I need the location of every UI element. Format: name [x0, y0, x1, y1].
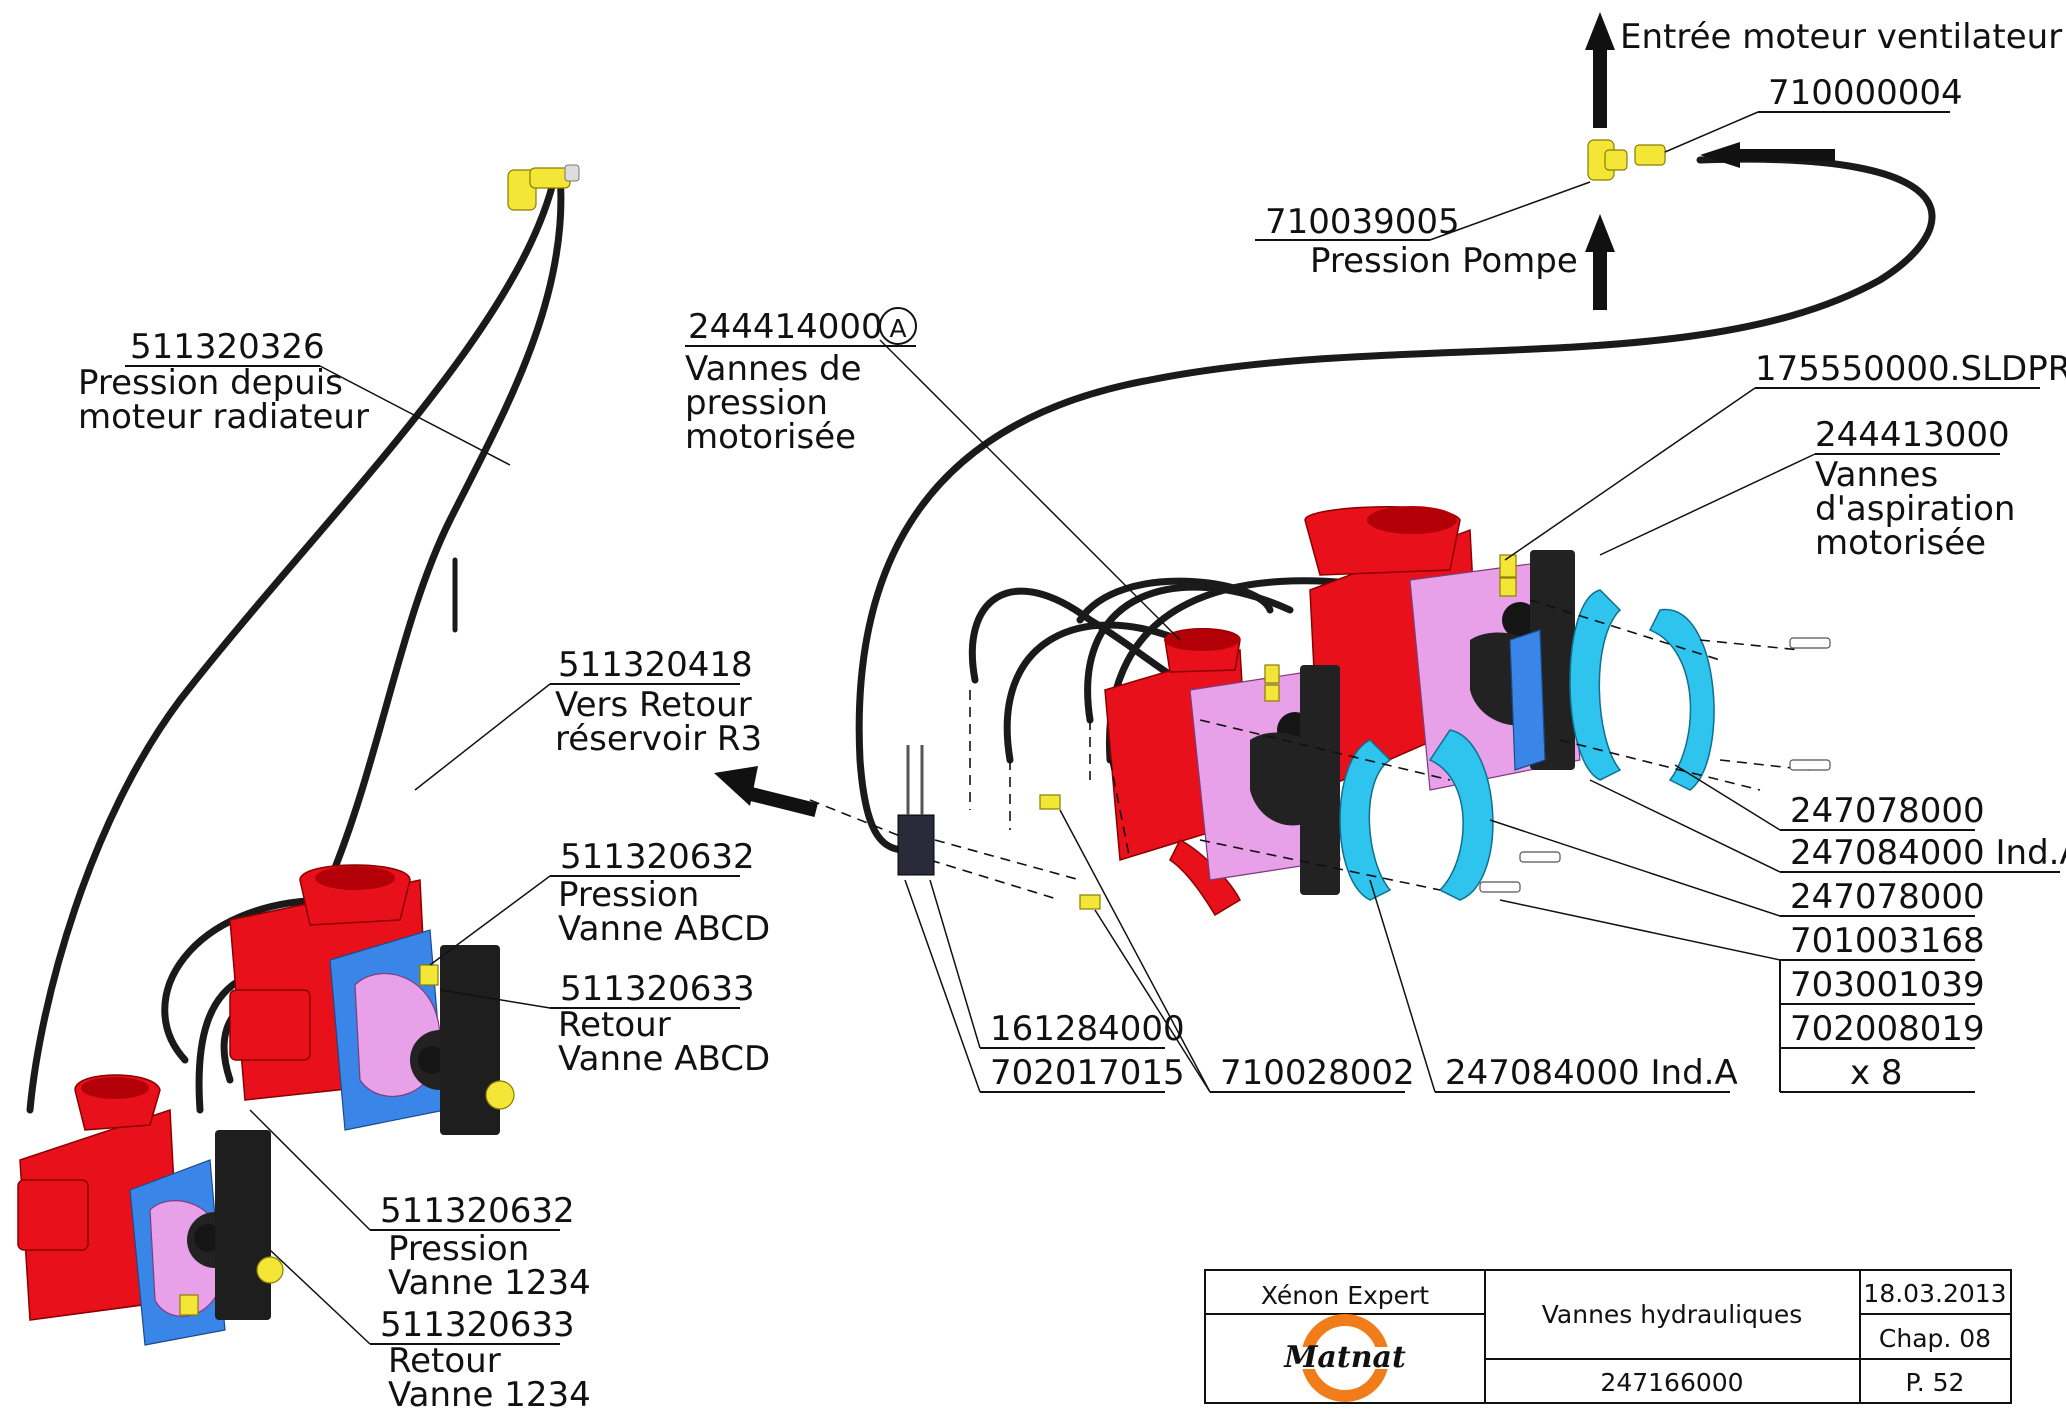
- hose-a2: [1003, 621, 1184, 764]
- callout-175550000: 175550000.SLDPRT: [1504, 349, 2066, 561]
- part-number: 511320632: [380, 1191, 575, 1231]
- part-description: d'aspiration: [1815, 489, 2015, 529]
- part-number: 702008019: [1790, 1009, 1985, 1049]
- hose-radiator-pressure: [326, 171, 565, 884]
- part-description: Vannes: [1815, 455, 1938, 495]
- fan-inlet-arrow: [1585, 12, 1615, 128]
- callout-701003168: 701003168: [1499, 899, 1985, 961]
- part-description: Pression depuis: [78, 363, 343, 403]
- part-description: Retour: [388, 1341, 501, 1381]
- quantity: x 8: [1850, 1053, 1903, 1093]
- part-number: 247078000: [1790, 877, 1985, 917]
- callout-511320633-abcd: 511320633 Retour Vanne ABCD: [439, 969, 770, 1079]
- callout-247084000-a: 247084000 Ind.A: [1589, 779, 2066, 873]
- fitting-radiator-icon: [507, 164, 580, 211]
- tank-return-arrow: [714, 766, 818, 818]
- hose-b1: [161, 896, 334, 1064]
- clamp-half-3: [1339, 739, 1392, 901]
- part-number: 702017015: [990, 1053, 1185, 1093]
- part-number: 511320633: [560, 969, 755, 1009]
- callout-710028002: 710028002: [1059, 809, 1415, 1093]
- part-number: 710028002: [1220, 1053, 1415, 1093]
- callout-511320632-1234: 511320632 Pression Vanne 1234: [249, 1109, 591, 1303]
- tee-fitting-icon: [1587, 139, 1666, 181]
- page-number: P. 52: [1906, 1368, 1965, 1397]
- callout-710000004: 710000004: [1664, 73, 1963, 153]
- part-number: 247078000: [1790, 791, 1985, 831]
- callout-702008019: 702008019: [1780, 1009, 1985, 1049]
- part-description: Vanne 1234: [388, 1263, 591, 1303]
- part-number: 511320418: [558, 645, 753, 685]
- callout-703001039: 703001039: [1780, 965, 1985, 1005]
- part-description: Pression Pompe: [1310, 241, 1578, 281]
- part-description: Pression: [388, 1229, 529, 1269]
- callout-244414000: 244414000 A Vannes de pression motorisée: [685, 307, 1181, 641]
- part-number: 247084000 Ind.A: [1790, 833, 2066, 873]
- hose-pump-loop: [855, 155, 1936, 854]
- hose-radiator-pressure-2: [26, 171, 559, 1114]
- hose-a5: [1076, 577, 1274, 624]
- part-description: Vanne ABCD: [558, 909, 770, 949]
- part-number: 244414000: [688, 307, 883, 347]
- part-description: motorisée: [1815, 523, 1986, 563]
- part-number: 710039005: [1265, 202, 1460, 242]
- clamp-half-1: [1569, 589, 1622, 781]
- matnat-logo: Matnat: [1225, 1314, 1465, 1402]
- revision-marker: [879, 307, 917, 345]
- part-description: pression: [685, 383, 828, 423]
- part-number: 701003168: [1790, 921, 1985, 961]
- callout-247084000-b: 247084000 Ind.A: [1369, 879, 1738, 1093]
- part-number: 161284000: [990, 1009, 1185, 1049]
- callout-244413000: 244413000 Vannes d'aspiration motorisée: [1599, 415, 2015, 563]
- callout-161284000: 161284000: [929, 879, 1185, 1049]
- part-number: 511320326: [130, 327, 325, 367]
- pump-pressure-arrow: [1585, 214, 1615, 310]
- drawing-title: Vannes hydrauliques: [1542, 1300, 1803, 1329]
- part-number: 511320632: [560, 837, 755, 877]
- part-description: Vers Retour: [555, 685, 752, 725]
- part-description: Vannes de: [685, 349, 862, 389]
- pump-inlet-arrow: [1700, 142, 1835, 168]
- chapter: Chap. 08: [1879, 1324, 1991, 1353]
- callout-247078000-b: 247078000: [1489, 819, 1985, 917]
- callout-511320633-1234: 511320633 Retour Vanne 1234: [269, 1249, 591, 1415]
- part-number: 710000004: [1768, 73, 1963, 113]
- callout-702017015: 702017015: [904, 879, 1185, 1093]
- part-number: 703001039: [1790, 965, 1985, 1005]
- logo-wordmark: Matnat: [1283, 1340, 1406, 1375]
- drawing-date: 18.03.2013: [1863, 1279, 2006, 1308]
- part-description: Pression: [558, 875, 699, 915]
- manifold-block: [897, 814, 935, 876]
- callout-511320632-abcd: 511320632 Pression Vanne ABCD: [429, 837, 770, 966]
- drawing-number: 247166000: [1600, 1368, 1743, 1397]
- part-number: 175550000.SLDPRT: [1755, 349, 2066, 389]
- callout-qty: x 8: [1779, 960, 1975, 1093]
- part-number: 247084000 Ind.A: [1445, 1053, 1738, 1093]
- part-description: moteur radiateur: [78, 397, 369, 437]
- product-name: Xénon Expert: [1261, 1281, 1429, 1310]
- hoses: [26, 155, 1936, 1114]
- valve-assembly-mounted: [17, 864, 515, 1346]
- title-block: Xénon Expert Matnat Vannes hydrauliques …: [1204, 1269, 2012, 1404]
- part-number: 511320633: [380, 1305, 575, 1345]
- clamp-half-4: [1428, 729, 1494, 901]
- callout-710039005: 710039005 Pression Pompe: [1255, 181, 1591, 281]
- part-description: motorisée: [685, 417, 856, 457]
- part-description: Retour: [558, 1005, 671, 1045]
- valve-assembly-exploded: [809, 506, 1831, 917]
- part-description: Vanne 1234: [388, 1375, 591, 1415]
- revision-marker-label: A: [889, 314, 906, 343]
- part-number: 244413000: [1815, 415, 2010, 455]
- callout-511320418: 511320418 Vers Retour réservoir R3: [414, 645, 762, 791]
- part-description: réservoir R3: [555, 719, 762, 759]
- callout-511320326: 511320326 Pression depuis moteur radiate…: [78, 327, 511, 466]
- callout-247078000-a: 247078000: [1674, 764, 1985, 831]
- clamp-half-2: [1648, 609, 1715, 791]
- fan-inlet-label: Entrée moteur ventilateur: [1620, 17, 2062, 57]
- part-description: Vanne ABCD: [558, 1039, 770, 1079]
